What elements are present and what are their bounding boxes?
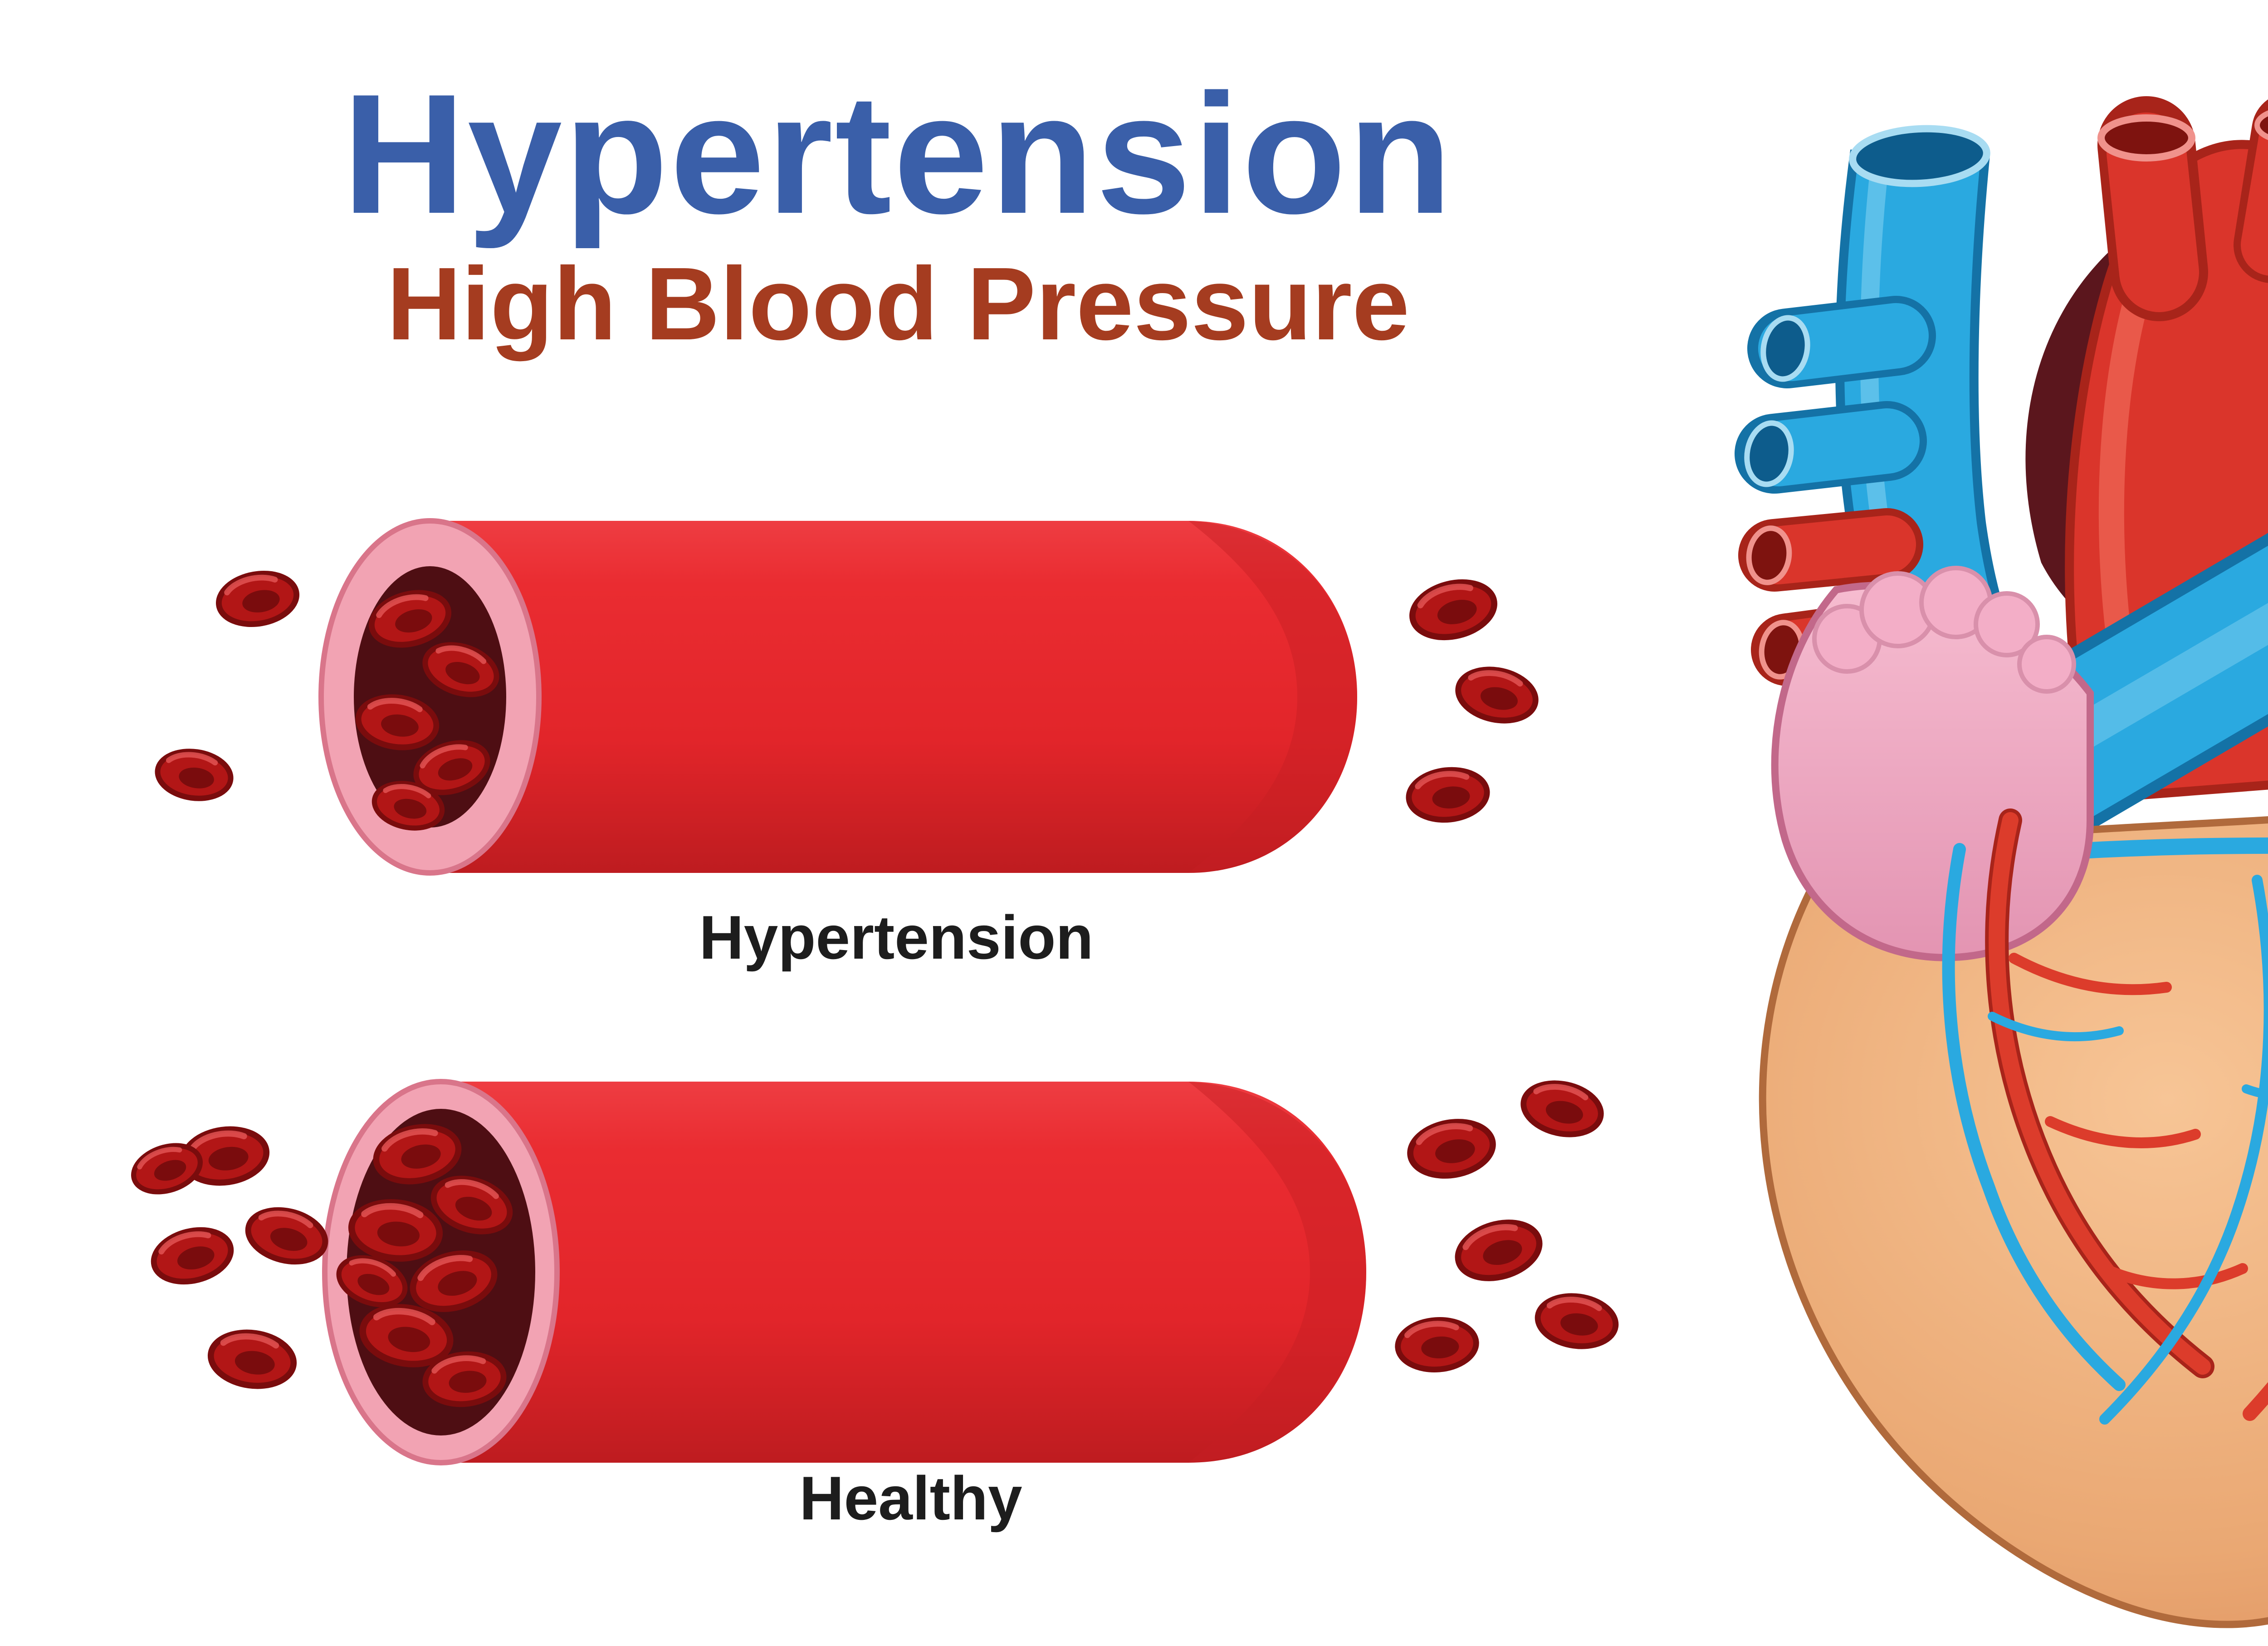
red-blood-cell xyxy=(1396,1318,1478,1372)
pulmonary-vein-stubs-left xyxy=(1735,296,1936,494)
vessel-opening xyxy=(1849,125,1990,187)
red-blood-cell xyxy=(1453,663,1540,727)
healthy-vessel-illustration xyxy=(127,1077,1619,1465)
vessel-tube xyxy=(441,1082,1366,1463)
red-blood-cells-left xyxy=(127,1124,331,1391)
vessel-opening xyxy=(2097,114,2195,162)
red-blood-cell xyxy=(155,747,234,803)
red-blood-cell xyxy=(1406,1116,1497,1182)
subtitle: High Blood Pressure xyxy=(386,246,1410,362)
red-blood-cell xyxy=(1519,1077,1606,1141)
red-blood-cell xyxy=(1535,1291,1619,1351)
red-blood-cells-left xyxy=(155,568,301,803)
red-blood-cell xyxy=(243,1202,331,1269)
left-atrium xyxy=(1771,566,2094,961)
red-blood-cell xyxy=(207,1328,297,1391)
hypertension-vessel-illustration xyxy=(155,518,1540,876)
red-blood-cell xyxy=(1407,574,1500,646)
header: Hypertension High Blood Pressure xyxy=(109,65,1687,358)
heart-illustration xyxy=(1735,96,2268,1628)
coronary-arteries xyxy=(1985,808,2268,1421)
red-blood-cell xyxy=(1452,1214,1546,1287)
red-blood-cell xyxy=(1406,766,1489,823)
main-title: Hypertension xyxy=(342,59,1454,249)
vessel-tube-end-shading xyxy=(1188,521,1357,873)
vessel-tube-end-shading xyxy=(1188,1082,1366,1463)
coronary-veins xyxy=(1942,843,2268,1425)
red-blood-cells-right xyxy=(1396,1077,1619,1372)
pulmonary-artery-trunk xyxy=(1921,533,2268,867)
red-blood-cell xyxy=(215,568,300,630)
red-blood-cell xyxy=(148,1222,236,1289)
hypertension-caption: Hypertension xyxy=(699,903,1094,972)
red-blood-cells-right xyxy=(1406,574,1540,823)
healthy-caption: Healthy xyxy=(799,1464,1022,1533)
vessel-tube xyxy=(430,521,1357,873)
heart-body-ventricles xyxy=(1759,816,2268,1628)
